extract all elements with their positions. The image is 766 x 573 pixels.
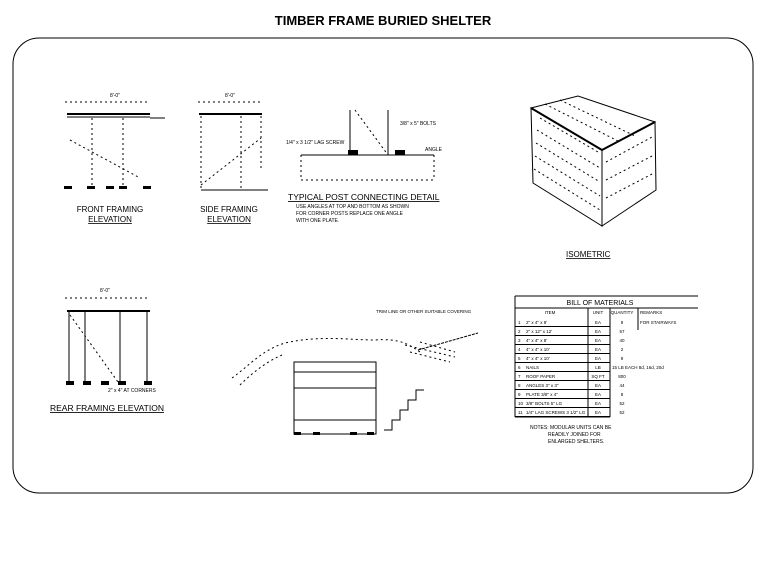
sheet-title: TIMBER FRAME BURIED SHELTER	[275, 13, 492, 28]
sheet-border	[12, 37, 754, 494]
bom-cell-no: 8	[518, 383, 521, 388]
post-connecting-detail: 3/8" x 5" BOLTS 1/4" x 3 1/2" LAG SCREW …	[286, 109, 443, 224]
section-callout: TRIM LINE OR OTHER SUITABLE COVERING	[376, 309, 472, 314]
bom-cell-item: 3/8" BOLTS 5" LG	[526, 401, 563, 406]
bom-header: REMARKS	[640, 310, 662, 315]
bom-cell-item: ROOF PAPER	[526, 374, 556, 379]
detail-title: TYPICAL POST CONNECTING DETAIL	[288, 192, 440, 202]
bom-note-1: NOTES: MODULAR UNITS CAN BE	[530, 425, 612, 431]
bom-cell-no: 9	[518, 392, 521, 397]
bom-cell-item: 1/4" LAG SCREWS 3 1/2" LG	[526, 410, 586, 415]
bom-row: 6 NAILS LB 15 LB EACH 8d, 16d, 20d	[515, 365, 664, 372]
bom-cell-item: 4" x 4" x 8'	[526, 338, 547, 343]
bom-cell-no: 3	[518, 338, 521, 343]
bom-cell-qty: 52	[619, 410, 625, 415]
bom-cell-qty: 44	[619, 383, 625, 388]
detail-note-3: WITH ONE PLATE.	[296, 218, 339, 224]
bom-cell-item: PLATE 3/8" x 4"	[526, 392, 558, 397]
bom-cell-unit: SQ FT	[591, 374, 605, 379]
side-dim: 8'-0"	[225, 93, 235, 99]
front-framing-elevation: 8'-0" FRONT FRAMING ELEVATION	[64, 93, 165, 224]
bom-cell-no: 7	[518, 374, 521, 379]
bom-header: QUANTITY	[611, 310, 634, 315]
bom-cell-qty: 9	[621, 320, 624, 325]
bom-cell-unit: EA	[595, 329, 601, 334]
side-label-1: SIDE FRAMING	[200, 205, 258, 214]
bom-cell-item: 4" x 4" x 10'	[526, 347, 550, 352]
bom-cell-no: 6	[518, 365, 521, 370]
bom-cell-qty: 9	[621, 356, 624, 361]
bom-row: 2 2" x 12" x 12' EA 57	[515, 329, 625, 336]
bom-cell-unit: EA	[595, 347, 601, 352]
callout-angle: ANGLE	[425, 147, 443, 153]
bom-note-3: ENLARGED SHELTERS.	[548, 439, 604, 445]
bom-cell-remarks: 15 LB EACH 8d, 16d, 20d	[612, 365, 664, 370]
bom-cell-item: ANGLES 3" x 3"	[526, 383, 559, 388]
bom-cell-remarks: FOR STAIRWAYS	[640, 320, 676, 325]
bom-cell-qty: 8	[621, 392, 624, 397]
buried-section-view: TRIM LINE OR OTHER SUITABLE COVERING	[231, 309, 479, 435]
bom-header: UNIT	[593, 310, 604, 315]
side-label-2: ELEVATION	[207, 215, 251, 224]
rear-label: REAR FRAMING ELEVATION	[50, 403, 164, 413]
bom-cell-no: 4	[518, 347, 521, 352]
bom-cell-unit: EA	[595, 356, 601, 361]
bom-cell-unit: EA	[595, 410, 601, 415]
bom-cell-qty: 2	[621, 347, 624, 352]
bom-cell-qty: 52	[619, 401, 625, 406]
bom-cell-no: 2	[518, 329, 521, 334]
detail-note-2: FOR CORNER POSTS REPLACE ONE ANGLE	[296, 211, 404, 217]
bom-cell-qty: 800	[618, 374, 626, 379]
bom-cell-unit: EA	[595, 338, 601, 343]
bom-row: 4 4" x 4" x 10' EA 2	[515, 347, 624, 354]
bom-cell-qty: 57	[619, 329, 625, 334]
bom-cell-item: 4" x 4" x 10'	[526, 356, 550, 361]
bom-note-2: READILY JOINED FOR	[548, 432, 601, 438]
bom-cell-no: 10	[518, 401, 524, 406]
bom-row: 5 4" x 4" x 10' EA 9	[515, 356, 624, 363]
side-framing-elevation: 8'-0" SIDE FRAMING ELEVATION	[198, 93, 268, 224]
front-label-2: ELEVATION	[88, 215, 132, 224]
isometric-label: ISOMETRIC	[566, 250, 611, 259]
bom-title: BILL OF MATERIALS	[567, 300, 634, 307]
rear-bottom-note: 2" x 4" AT CORNERS	[108, 388, 156, 394]
bom-cell-unit: EA	[595, 401, 601, 406]
callout-lag: 1/4" x 3 1/2" LAG SCREW	[286, 140, 345, 146]
bill-of-materials-table: BILL OF MATERIALS ITEM UNIT QUANTITY REMARK…	[514, 295, 698, 418]
bom-row: 1 2" x 4" x 8' EA 9 FOR STAIRWAYS	[515, 320, 676, 327]
detail-note-1: USE ANGLES AT TOP AND BOTTOM AS SHOWN	[296, 204, 409, 210]
callout-bolts: 3/8" x 5" BOLTS	[400, 121, 437, 127]
bom-cell-no: 5	[518, 356, 521, 361]
bom-header: ITEM	[545, 310, 556, 315]
bom-cell-unit: EA	[595, 392, 601, 397]
bom-row: 8 ANGLES 3" x 3" EA 44	[515, 383, 625, 390]
bom-cell-item: 2" x 12" x 12'	[526, 329, 552, 334]
bom-cell-no: 1	[518, 320, 521, 325]
bom-cell-no: 11	[518, 410, 523, 415]
rear-dim: 8'-0"	[100, 288, 110, 294]
isometric-view: ISOMETRIC	[529, 95, 657, 259]
bom-cell-unit: EA	[595, 320, 601, 325]
front-dim: 8'-0"	[110, 93, 120, 99]
rear-framing-elevation: 8'-0" 2" x 4" AT CORNERS REAR FRAMING EL…	[50, 288, 164, 413]
front-label-1: FRONT FRAMING	[77, 205, 144, 214]
bom-row: 3 4" x 4" x 8' EA 40	[515, 338, 625, 345]
bom-cell-unit: LB	[595, 365, 601, 370]
bom-cell-item: NAILS	[526, 365, 539, 370]
bom-cell-unit: EA	[595, 383, 601, 388]
bom-cell-item: 2" x 4" x 8'	[526, 320, 547, 325]
bom-row: 7 ROOF PAPER SQ FT 800	[515, 374, 626, 381]
bom-row: 9 PLATE 3/8" x 4" EA 8	[515, 392, 624, 399]
bom-cell-qty: 40	[619, 338, 625, 343]
